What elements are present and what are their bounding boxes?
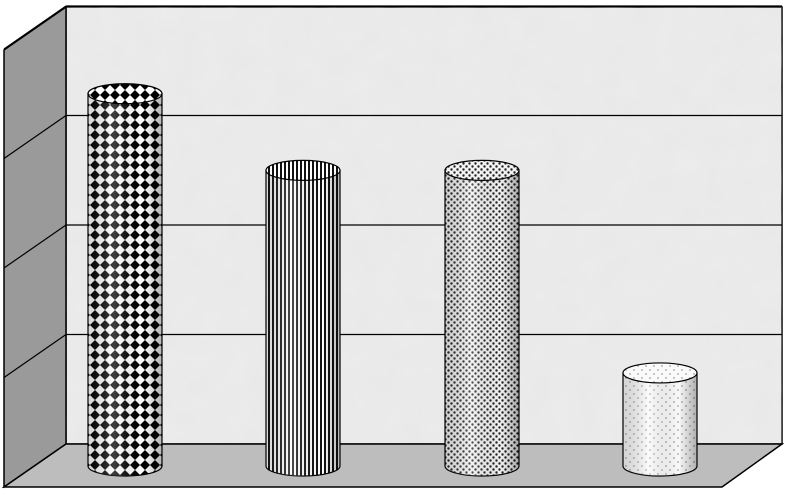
bar-3: [444, 159, 520, 477]
bar-4-shade: [623, 372, 697, 476]
bar-3-top: [444, 159, 520, 181]
side-gridline-3: [3, 115, 67, 159]
side-gridline-4: [3, 5, 67, 50]
bar-2: [265, 159, 341, 477]
bar-series: [87, 83, 698, 477]
bar-1-shade: [88, 93, 162, 476]
bar-1: [87, 83, 163, 477]
bar-2-top: [265, 159, 341, 181]
bar-4: [622, 362, 698, 477]
bar-4-top: [622, 362, 698, 384]
side-gridline-1: [3, 334, 67, 378]
bar-2-shade: [266, 170, 340, 476]
gridlines: [3, 5, 782, 378]
floor: [1, 443, 785, 488]
side-gridline-2: [3, 224, 67, 269]
bar-1-top: [87, 83, 163, 105]
bar-3-shade: [445, 170, 519, 476]
